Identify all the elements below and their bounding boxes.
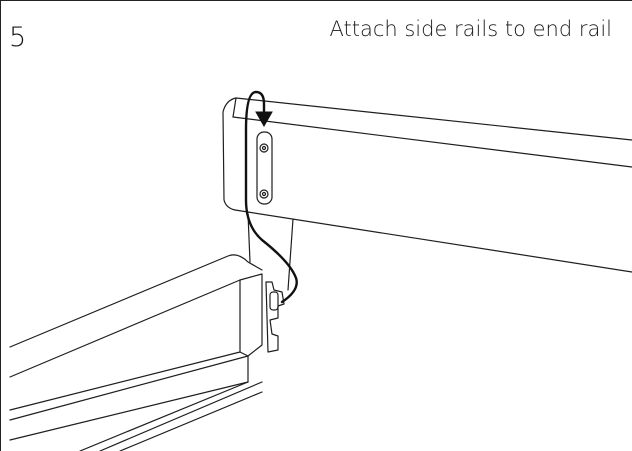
corner-post [247, 213, 294, 291]
step-number: 5 [9, 22, 27, 53]
end-rail-bracket [256, 131, 273, 205]
assembly-arrow [244, 90, 298, 304]
side-rail [9, 254, 263, 451]
arrow-head-icon [255, 111, 273, 128]
hook-plate [265, 281, 285, 353]
screw-icon [259, 143, 269, 153]
step-title: Attach side rails to end rail [329, 17, 612, 41]
screw-icon [259, 189, 269, 199]
end-rail [222, 97, 632, 273]
